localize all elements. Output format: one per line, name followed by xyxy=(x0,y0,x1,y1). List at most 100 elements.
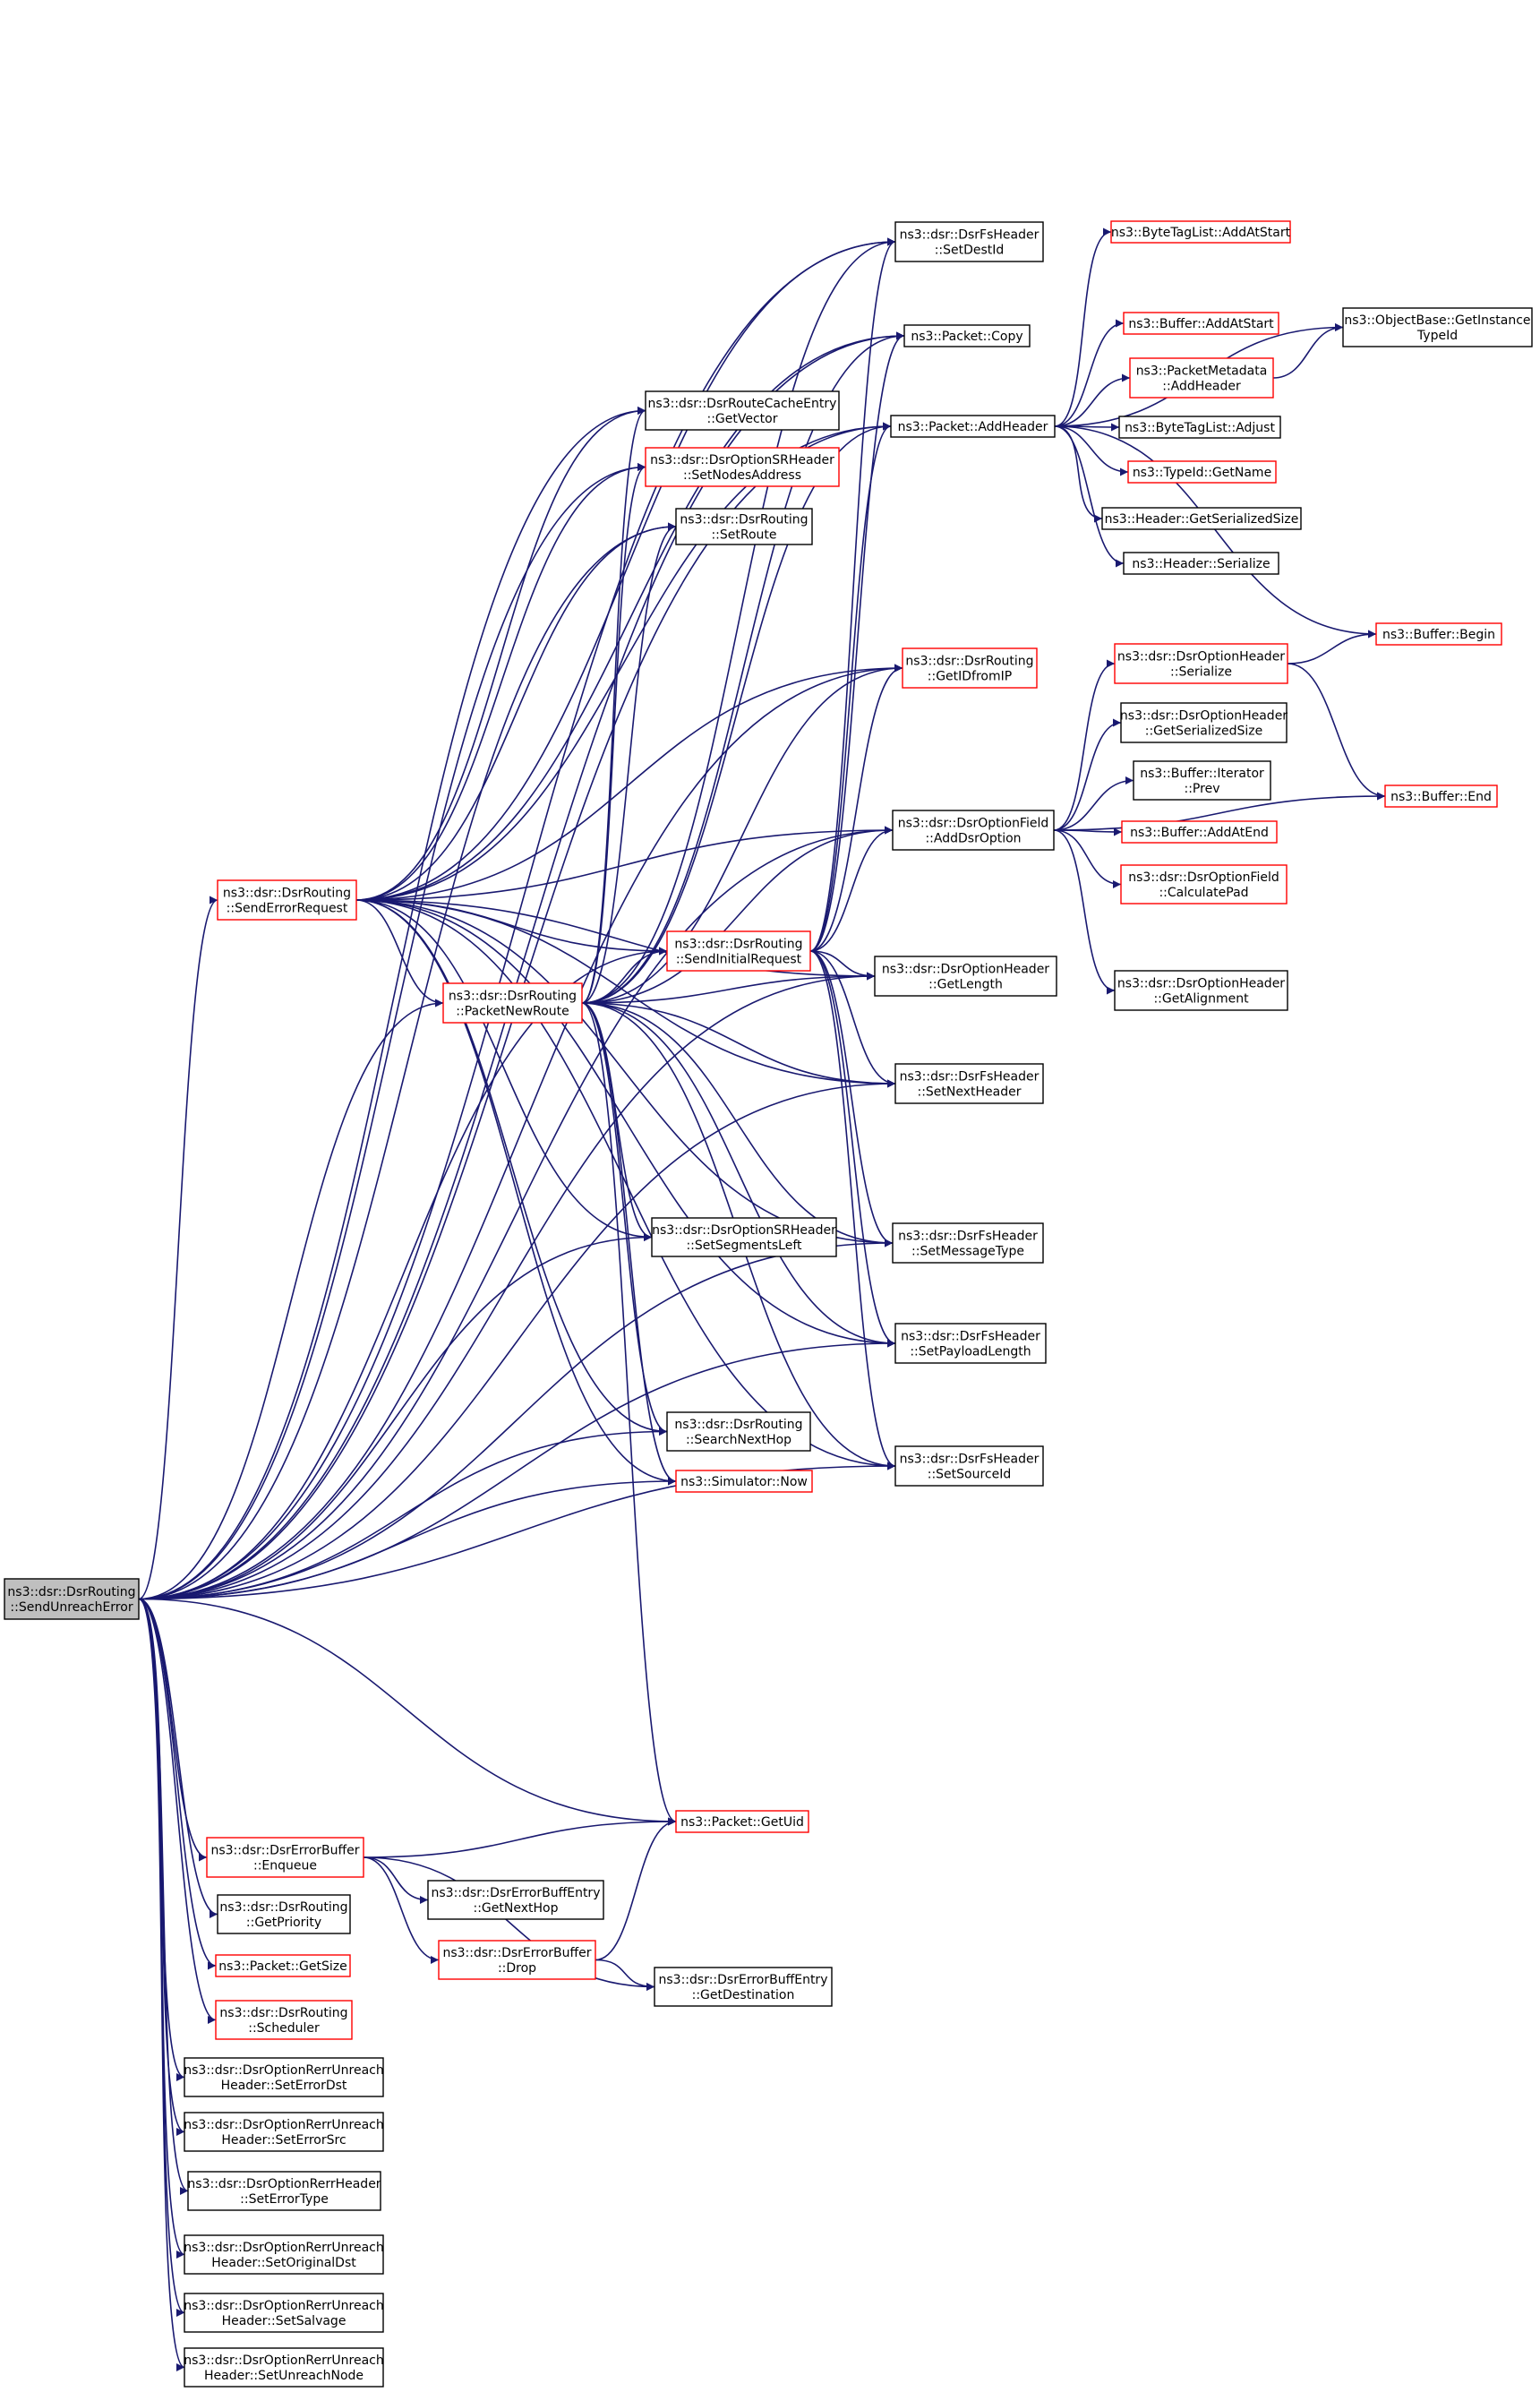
function-node-rerr-set-error-src[interactable]: ns3::dsr::DsrOptionRerrUnreachHeader::Se… xyxy=(184,2112,384,2152)
function-node-fs-set-source-id[interactable]: ns3::dsr::DsrFsHeader::SetSourceId xyxy=(894,1445,1044,1487)
node-label: ns3::Packet::GetSize xyxy=(218,1959,346,1974)
function-node-option-field-calculate-pad[interactable]: ns3::dsr::DsrOptionField::CalculatePad xyxy=(1120,864,1288,905)
function-node-rerr-set-original-dst[interactable]: ns3::dsr::DsrOptionRerrUnreachHeader::Se… xyxy=(184,2234,384,2275)
function-node-fs-set-dest-id[interactable]: ns3::dsr::DsrFsHeader::SetDestId xyxy=(894,221,1044,262)
node-label: ::SetNextHeader xyxy=(917,1085,1021,1100)
node-label: ::GetAlignment xyxy=(1153,992,1249,1007)
function-node-error-buff-entry-get-destination[interactable]: ns3::dsr::DsrErrorBuffEntry::GetDestinat… xyxy=(654,1967,833,2007)
call-edge xyxy=(138,1598,677,1826)
node-label: ns3::Buffer::End xyxy=(1390,790,1492,804)
function-node-option-header-serialize[interactable]: ns3::dsr::DsrOptionHeader::Serialize xyxy=(1114,643,1288,684)
node-label: ::GetPriority xyxy=(246,1916,321,1930)
node-label: ns3::Simulator::Now xyxy=(680,1475,808,1489)
function-node-simulator-now[interactable]: ns3::Simulator::Now xyxy=(675,1470,813,1493)
function-node-send-initial-request[interactable]: ns3::dsr::DsrRouting::SendInitialRequest xyxy=(666,930,811,972)
node-label: ns3::ByteTagList::AddAtStart xyxy=(1111,226,1291,240)
call-edge xyxy=(809,950,896,1348)
function-node-send-error-request[interactable]: ns3::dsr::DsrRouting::SendErrorRequest xyxy=(217,879,357,921)
function-node-rerr-set-salvage[interactable]: ns3::dsr::DsrOptionRerrUnreachHeader::Se… xyxy=(184,2293,384,2333)
node-label: ::SetDestId xyxy=(935,244,1005,258)
function-node-add-dsr-option[interactable]: ns3::dsr::DsrOptionField::AddDsrOption xyxy=(892,810,1055,851)
node-label: ns3::dsr::DsrFsHeader xyxy=(900,1070,1040,1085)
call-edge xyxy=(363,1817,677,1858)
function-node-fs-set-next-header[interactable]: ns3::dsr::DsrFsHeader::SetNextHeader xyxy=(894,1063,1044,1104)
node-box xyxy=(1120,702,1288,743)
call-edge xyxy=(1054,373,1131,427)
node-label: ::SendErrorRequest xyxy=(227,902,348,916)
function-node-get-priority[interactable]: ns3::dsr::DsrRouting::GetPriority xyxy=(217,1894,351,1934)
function-node-rerr-set-unreach-node[interactable]: ns3::dsr::DsrOptionRerrUnreachHeader::Se… xyxy=(184,2347,384,2388)
node-label: ::Enqueue xyxy=(253,1859,317,1873)
node-label: ns3::dsr::DsrRouting xyxy=(219,1900,347,1915)
node-box xyxy=(892,1222,1044,1264)
call-edge xyxy=(581,237,896,1004)
node-box xyxy=(438,1940,596,1980)
function-node-sr-set-segments-left[interactable]: ns3::dsr::DsrOptionSRHeader::SetSegments… xyxy=(651,1217,837,1257)
call-edge xyxy=(581,947,668,1004)
function-node-packet-copy[interactable]: ns3::Packet::Copy xyxy=(903,324,1031,347)
function-node-error-buffer-enqueue[interactable]: ns3::dsr::DsrErrorBuffer::Enqueue xyxy=(206,1837,364,1878)
function-node-buffer-add-at-start[interactable]: ns3::Buffer::AddAtStart xyxy=(1123,312,1279,335)
node-label: ns3::dsr::DsrOptionRerrUnreach xyxy=(184,2063,384,2078)
node-label: ns3::TypeId::GetName xyxy=(1133,466,1271,480)
function-node-scheduler[interactable]: ns3::dsr::DsrRouting::Scheduler xyxy=(215,2000,353,2040)
function-node-sr-set-nodes-address[interactable]: ns3::dsr::DsrOptionSRHeader::SetNodesAdd… xyxy=(645,447,840,487)
function-node-byte-tag-adjust[interactable]: ns3::ByteTagList::Adjust xyxy=(1118,416,1281,439)
function-node-option-header-get-length[interactable]: ns3::dsr::DsrOptionHeader::GetLength xyxy=(874,956,1057,997)
call-edge xyxy=(1054,425,1129,476)
function-node-get-id-from-ip[interactable]: ns3::dsr::DsrRouting::GetIDfromIP xyxy=(902,647,1038,689)
function-node-route-cache-get-vector[interactable]: ns3::dsr::DsrRouteCacheEntry::GetVector xyxy=(645,390,840,431)
function-node-buffer-iterator-prev[interactable]: ns3::Buffer::Iterator::Prev xyxy=(1133,760,1271,801)
node-box xyxy=(206,1837,364,1878)
node-label: ns3::Buffer::Iterator xyxy=(1140,767,1264,781)
function-node-packet-new-route[interactable]: ns3::dsr::DsrRouting::PacketNewRoute xyxy=(442,982,583,1024)
node-box xyxy=(874,956,1057,997)
node-box xyxy=(217,1894,351,1934)
function-node-buffer-end[interactable]: ns3::Buffer::End xyxy=(1384,784,1498,808)
call-edge xyxy=(138,237,896,1600)
call-edge xyxy=(355,463,646,901)
function-node-rerr-set-error-type[interactable]: ns3::dsr::DsrOptionRerrHeader::SetErrorT… xyxy=(187,2171,381,2211)
function-node-buffer-begin[interactable]: ns3::Buffer::Begin xyxy=(1375,622,1502,646)
call-edge xyxy=(809,950,876,981)
function-node-byte-tag-add-at-start[interactable]: ns3::ByteTagList::AddAtStart xyxy=(1110,220,1291,244)
node-box xyxy=(1118,416,1281,439)
call-edge xyxy=(581,1002,896,1348)
node-label: ::GetVector xyxy=(707,412,778,426)
function-node-rerr-set-error-dst[interactable]: ns3::dsr::DsrOptionRerrUnreachHeader::Se… xyxy=(184,2057,384,2097)
node-box xyxy=(215,2000,353,2040)
function-node-header-serialize[interactable]: ns3::Header::Serialize xyxy=(1123,552,1279,575)
function-node-option-header-get-serialized-size[interactable]: ns3::dsr::DsrOptionHeader::GetSerialized… xyxy=(1120,702,1288,743)
node-box xyxy=(1110,220,1291,244)
function-node-error-buff-entry-get-next-hop[interactable]: ns3::dsr::DsrErrorBuffEntry::GetNextHop xyxy=(427,1880,604,1920)
function-node-fs-set-message-type[interactable]: ns3::dsr::DsrFsHeader::SetMessageType xyxy=(892,1222,1044,1264)
node-box xyxy=(1342,307,1533,347)
call-edge xyxy=(595,1959,655,1991)
node-label: ::SetMessageType xyxy=(911,1245,1024,1259)
node-box xyxy=(1114,643,1288,684)
function-node-root[interactable]: ns3::dsr::DsrRouting::SendUnreachError xyxy=(4,1578,140,1620)
function-node-header-get-serialized-size[interactable]: ns3::Header::GetSerializedSize xyxy=(1101,507,1302,530)
function-node-packet-get-uid[interactable]: ns3::Packet::GetUid xyxy=(675,1810,809,1833)
function-node-search-next-hop[interactable]: ns3::dsr::DsrRouting::SearchNextHop xyxy=(666,1411,811,1452)
node-label: ns3::Buffer::AddAtStart xyxy=(1128,317,1274,331)
function-node-option-header-get-alignment[interactable]: ns3::dsr::DsrOptionHeader::GetAlignment xyxy=(1114,970,1288,1011)
node-label: Header::SetUnreachNode xyxy=(204,2369,364,2383)
node-label: ::SetSegmentsLeft xyxy=(686,1239,802,1253)
call-edge xyxy=(809,826,894,952)
node-box xyxy=(1101,507,1302,530)
node-box xyxy=(654,1967,833,2007)
node-box xyxy=(675,508,813,545)
function-node-error-buffer-drop[interactable]: ns3::dsr::DsrErrorBuffer::Drop xyxy=(438,1940,596,1980)
function-node-packet-metadata-add-header[interactable]: ns3::PacketMetadata::AddHeader xyxy=(1129,357,1274,399)
function-node-buffer-add-at-end[interactable]: ns3::Buffer::AddAtEnd xyxy=(1121,820,1278,844)
node-box xyxy=(1120,864,1288,905)
function-node-type-id-get-name[interactable]: ns3::TypeId::GetName xyxy=(1127,460,1277,484)
function-node-fs-set-payload-length[interactable]: ns3::dsr::DsrFsHeader::SetPayloadLength xyxy=(894,1323,1047,1364)
function-node-set-route[interactable]: ns3::dsr::DsrRouting::SetRoute xyxy=(675,508,813,545)
function-node-packet-add-header[interactable]: ns3::Packet::AddHeader xyxy=(890,415,1056,438)
function-node-packet-get-size[interactable]: ns3::Packet::GetSize xyxy=(215,1954,351,1977)
call-edge xyxy=(355,899,896,1088)
